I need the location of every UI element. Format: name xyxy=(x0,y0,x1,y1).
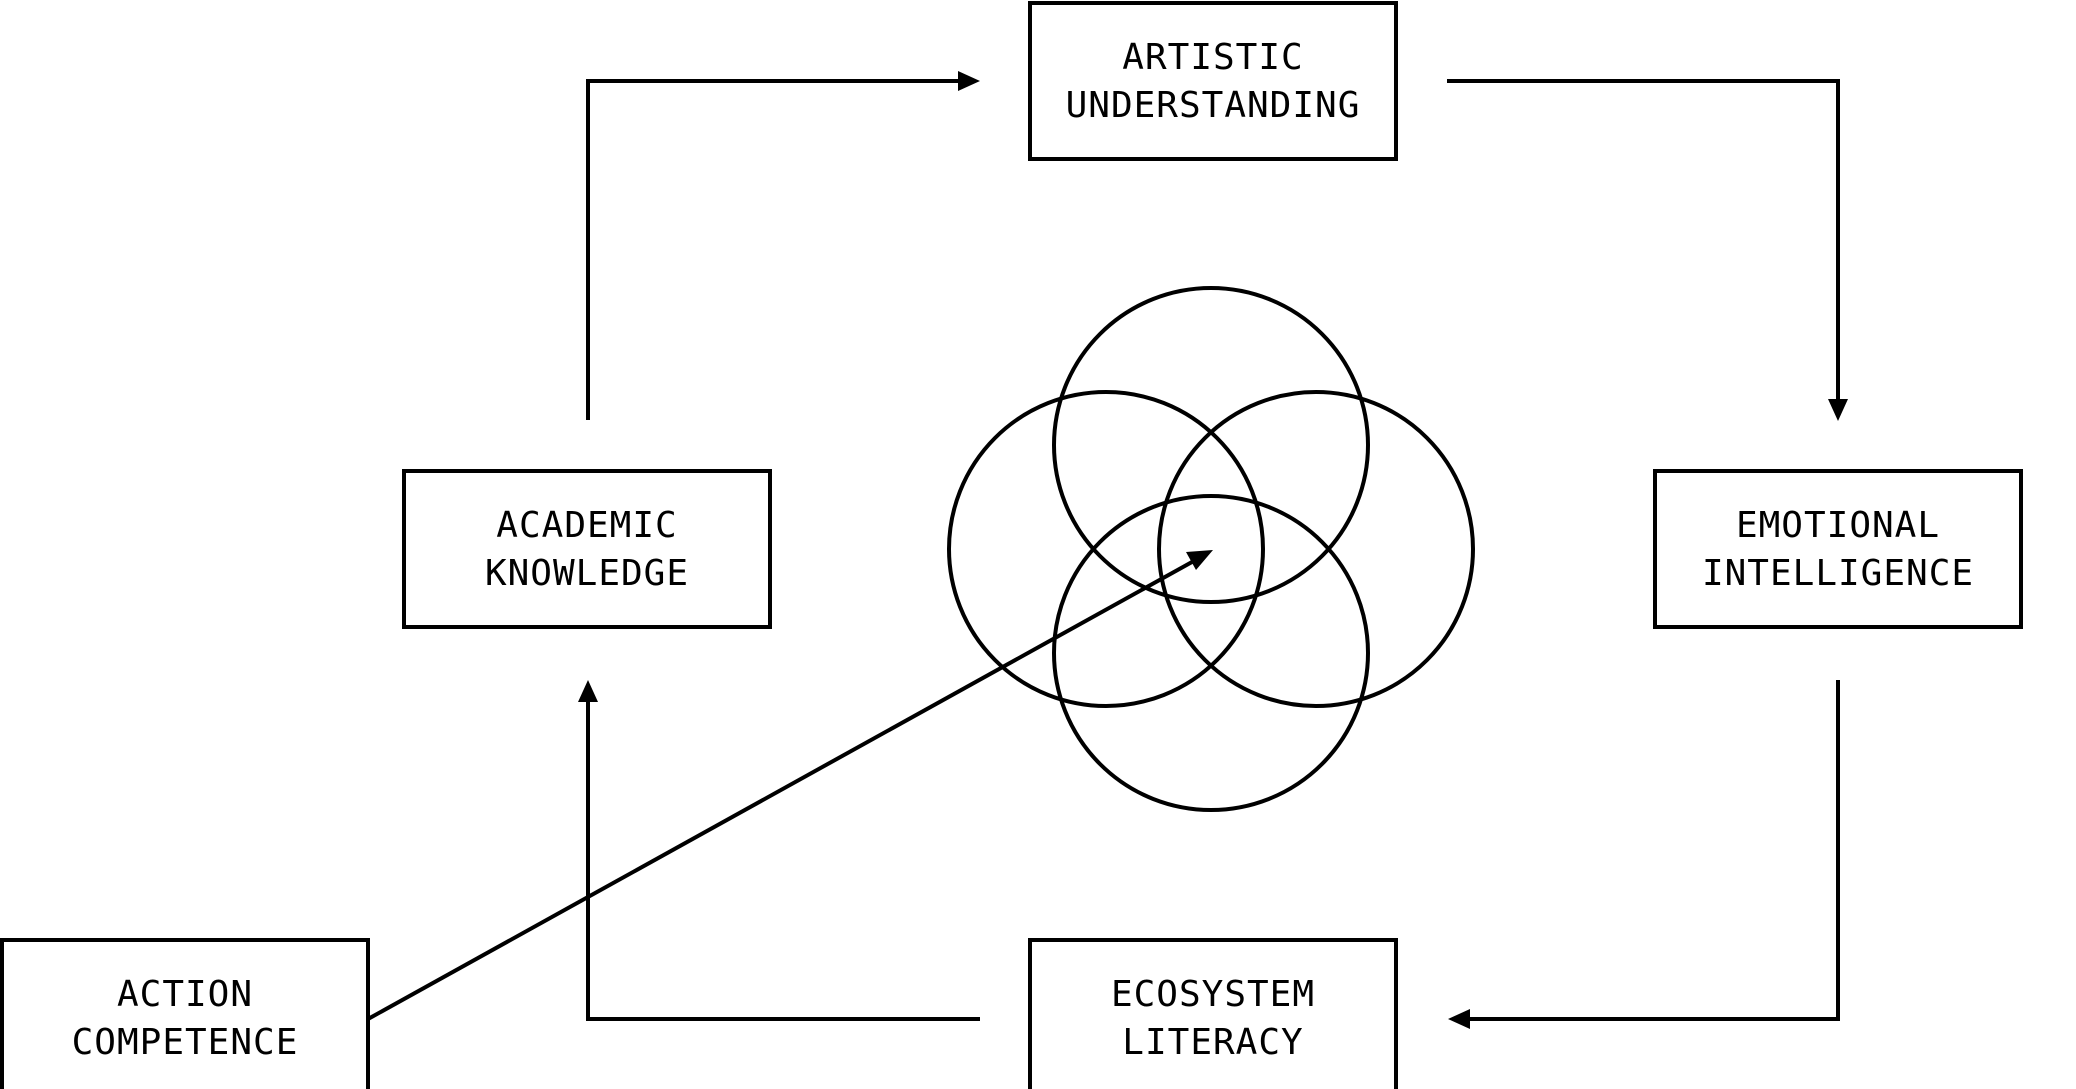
edge-action-to-venn xyxy=(367,560,1193,1021)
node-label-line1: ARTISTIC xyxy=(1122,37,1303,78)
node-action-competence: ACTION COMPETENCE xyxy=(0,938,370,1089)
edge-artistic-to-emotional xyxy=(1447,79,1840,400)
node-label-line2: LITERACY xyxy=(1122,1022,1303,1063)
node-label-line2: COMPETENCE xyxy=(72,1022,299,1063)
node-box xyxy=(0,938,370,1089)
connectors xyxy=(367,71,1848,1029)
node-box xyxy=(1028,1,1398,161)
node-box xyxy=(1028,938,1398,1089)
edge-emotional-to-ecosystem xyxy=(1470,680,1840,1021)
node-label-line1: ECOSYSTEM xyxy=(1111,974,1315,1015)
node-ecosystem-literacy: ECOSYSTEM LITERACY xyxy=(1028,938,1398,1089)
node-label-line2: INTELLIGENCE xyxy=(1702,553,1974,594)
venn-circle-top xyxy=(1052,286,1370,604)
edge-academic-to-artistic xyxy=(586,79,958,420)
arrowhead-to-artistic xyxy=(958,71,980,91)
venn-circle-left xyxy=(947,390,1265,708)
node-box xyxy=(402,469,772,629)
arrowhead-to-venn-center xyxy=(1186,550,1213,570)
node-label-line2: UNDERSTANDING xyxy=(1066,85,1361,126)
venn-diagram xyxy=(947,286,1475,812)
venn-circle-bottom xyxy=(1052,494,1370,812)
node-box xyxy=(1653,469,2023,629)
node-label-line1: ACADEMIC xyxy=(496,505,677,546)
node-emotional-intelligence: EMOTIONAL INTELLIGENCE xyxy=(1653,469,2023,629)
node-label-line1: ACTION xyxy=(117,974,253,1015)
edge-ecosystem-to-academic xyxy=(586,702,980,1021)
node-artistic-understanding: ARTISTIC UNDERSTANDING xyxy=(1028,1,1398,161)
node-label-line1: EMOTIONAL xyxy=(1736,505,1940,546)
arrowhead-to-emotional xyxy=(1828,399,1848,421)
venn-circle-right xyxy=(1157,390,1475,708)
node-label-line2: KNOWLEDGE xyxy=(485,553,689,594)
arrowhead-to-academic xyxy=(578,680,598,702)
arrowhead-to-ecosystem xyxy=(1448,1009,1470,1029)
node-academic-knowledge: ACADEMIC KNOWLEDGE xyxy=(402,469,772,629)
